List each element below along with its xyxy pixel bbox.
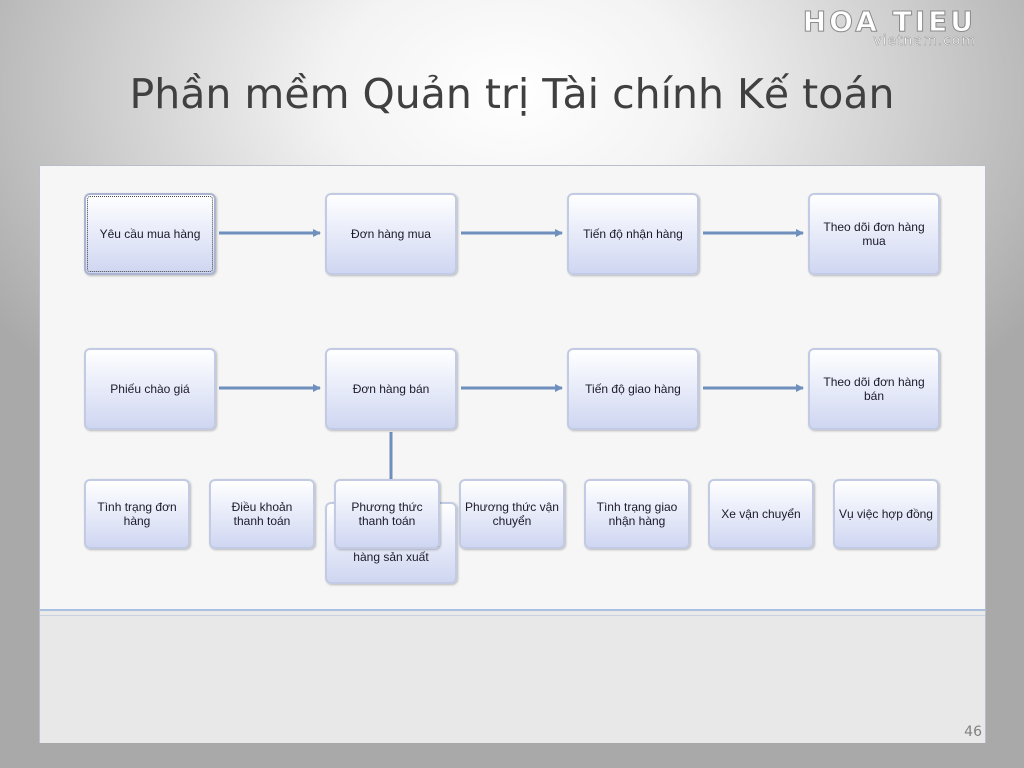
node-label: Tiến độ giao hàng [585,382,681,396]
button-label: Vụ việc hợp đồng [839,507,933,521]
node-quotation[interactable]: Phiếu chào giá [84,348,216,430]
shipping-method-button[interactable]: Phương thức vận chuyển [459,479,565,549]
node-label: Tiến độ nhận hàng [583,227,683,241]
bottom-toolbar [40,615,985,743]
button-label: Tình trạng giao nhận hàng [596,500,678,528]
logo-main-text: HOA TIEU [802,5,976,38]
button-label: Tình trạng đơn hàng [97,500,177,528]
node-purchase-order[interactable]: Đơn hàng mua [325,193,457,275]
node-sales-order[interactable]: Đơn hàng bán [325,348,457,430]
node-label: Đơn hàng bán [352,382,430,396]
button-label: Phương thức thanh toán [351,500,423,528]
payment-terms-button[interactable]: Điều khoản thanh toán [209,479,315,549]
node-purchase-tracking[interactable]: Theo dõi đơn hàng mua [808,193,940,275]
contract-matter-button[interactable]: Vụ việc hợp đồng [833,479,939,549]
payment-method-button[interactable]: Phương thức thanh toán [334,479,440,549]
node-purchase-request[interactable]: Yêu cầu mua hàng [84,193,216,275]
node-receiving-progress[interactable]: Tiến độ nhận hàng [567,193,699,275]
logo-sub-text: vietnam.com [873,33,976,49]
node-label: Đơn hàng mua [351,227,431,241]
order-status-button[interactable]: Tình trạng đơn hàng [84,479,190,549]
node-label: Theo dõi đơn hàng mua [823,220,925,248]
button-label: Phương thức vận chuyển [465,500,559,528]
delivery-status-button[interactable]: Tình trạng giao nhận hàng [584,479,690,549]
page-number: 46 [964,724,982,740]
node-sales-tracking[interactable]: Theo dõi đơn hàng bán [808,348,940,430]
node-label: Yêu cầu mua hàng [99,227,201,241]
slide-title: Phần mềm Quản trị Tài chính Kế toán [129,70,895,118]
node-label: Theo dõi đơn hàng bán [823,375,925,403]
node-label: Phiếu chào giá [110,382,190,396]
node-delivery-progress[interactable]: Tiến độ giao hàng [567,348,699,430]
logo: HOA TIEU vietnam.com [802,5,976,49]
button-label: Điều khoản thanh toán [231,500,293,528]
button-label: Xe vận chuyển [721,507,801,521]
vehicle-button[interactable]: Xe vận chuyển [708,479,814,549]
